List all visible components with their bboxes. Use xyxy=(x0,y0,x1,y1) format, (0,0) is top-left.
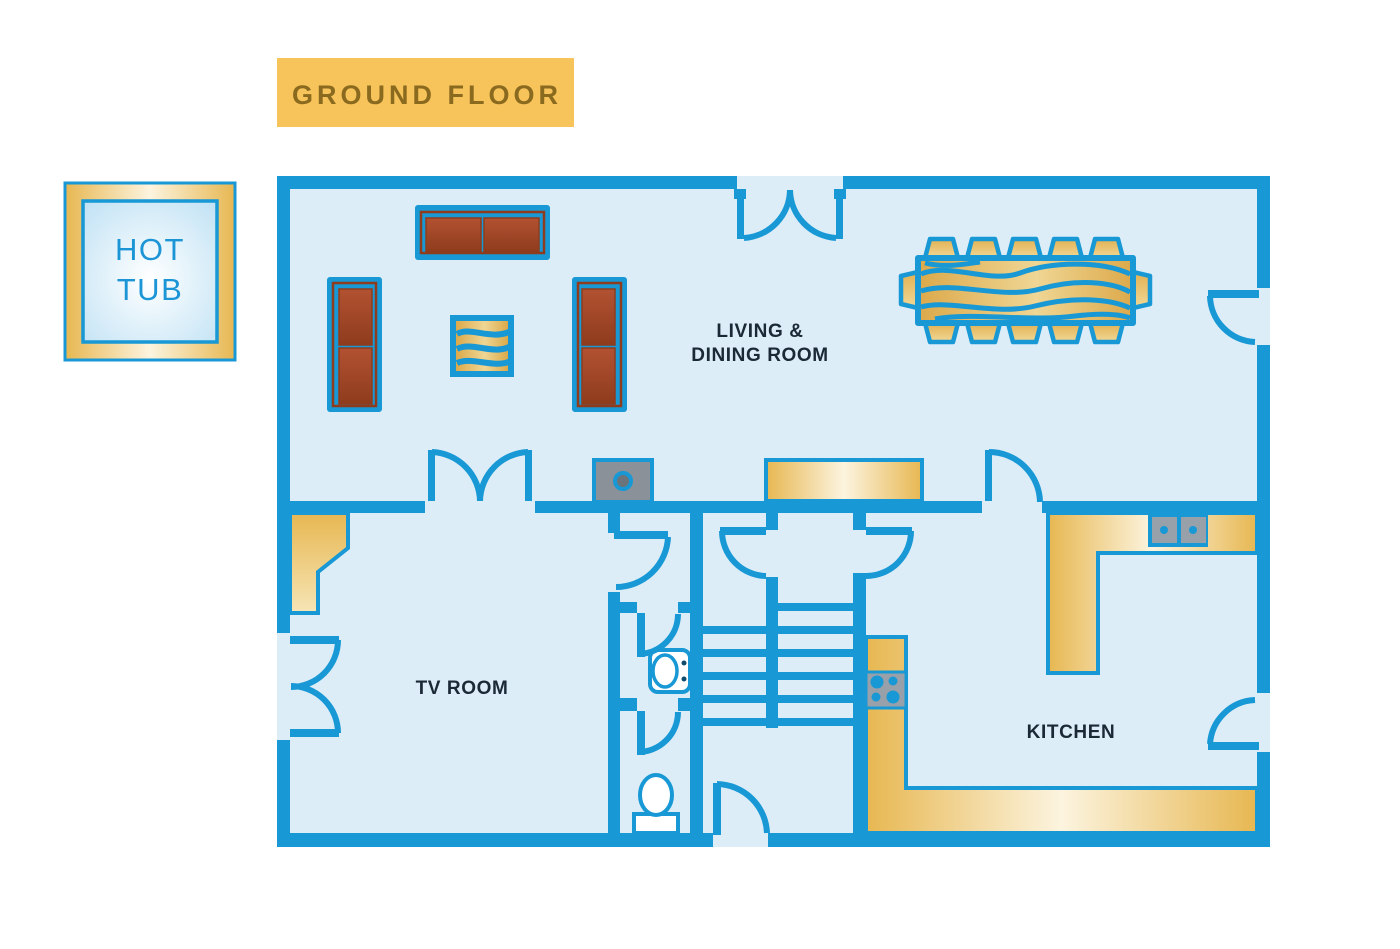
armchair-left-icon xyxy=(327,277,382,412)
floor-title: GROUND FLOOR xyxy=(292,80,562,110)
hob-icon xyxy=(864,670,908,710)
armchair-right-icon xyxy=(572,277,627,412)
dining-set-icon xyxy=(898,236,1153,345)
right-wall-top-door xyxy=(1207,290,1259,345)
hall-kitchen-door xyxy=(865,527,914,579)
living-dining-label-line1: LIVING & xyxy=(716,321,803,342)
hot-tub-icon: HOT TUB xyxy=(63,181,237,362)
front-door xyxy=(713,781,770,835)
kitchen-label: KITCHEN xyxy=(1027,722,1116,743)
interior-walls xyxy=(283,501,1259,843)
banner-background xyxy=(277,58,574,127)
stair-stringer xyxy=(766,577,778,728)
exterior-walls xyxy=(277,176,1270,847)
three-seat-sofa-icon xyxy=(415,205,550,260)
kitchen-sink-icon xyxy=(1148,512,1208,547)
basin-icon xyxy=(648,648,692,694)
sideboard-icon xyxy=(764,458,924,503)
left-french-doors xyxy=(290,636,341,737)
coffee-table-icon xyxy=(450,315,514,377)
tv-room-label: TV ROOM xyxy=(416,678,509,699)
staircase xyxy=(703,577,853,728)
living-dining-label-line2: DINING ROOM xyxy=(691,345,829,366)
living-kitchen-door xyxy=(985,449,1043,503)
toilet-room-door xyxy=(637,711,681,755)
wc-door xyxy=(637,613,681,657)
living-tv-french-doors xyxy=(428,449,532,502)
toilet-icon xyxy=(632,773,680,835)
tv-room-corridor-door xyxy=(614,531,671,590)
hot-tub-label-line2: TUB xyxy=(117,272,184,307)
right-wall-bottom-door xyxy=(1207,697,1259,750)
hall-landing-door-left xyxy=(719,527,767,579)
floor-title-banner: GROUND FLOOR xyxy=(277,58,574,127)
top-french-doors xyxy=(737,189,843,241)
hot-tub-label-line1: HOT xyxy=(115,232,185,267)
tv-unit-icon xyxy=(592,458,654,504)
